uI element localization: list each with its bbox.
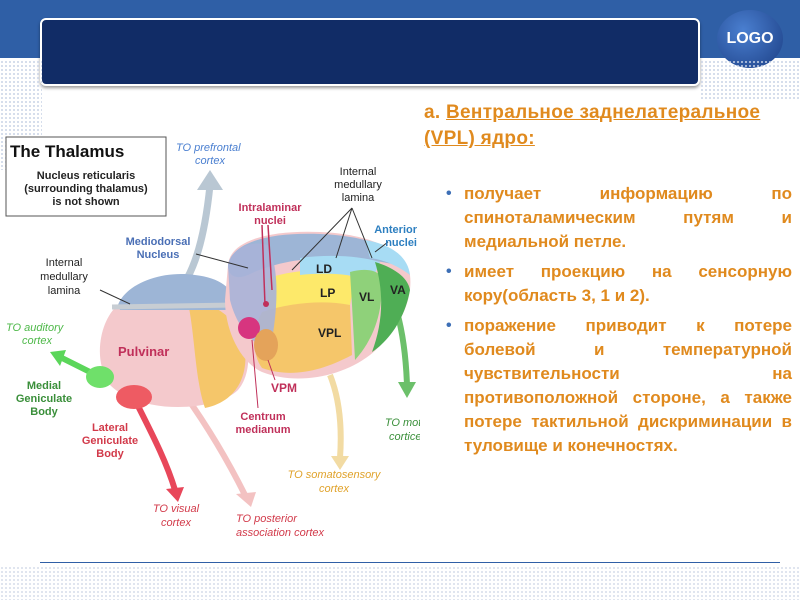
mediodorsal-region: [118, 274, 235, 310]
label-lp: LP: [320, 286, 335, 300]
label-to-visual-2: cortex: [161, 517, 191, 529]
label-lateral-geniculate-2: Geniculate: [82, 435, 138, 447]
anterior-region: [365, 240, 410, 275]
label-anterior-1: Anterior: [374, 224, 418, 236]
label-internal-lamina-top-1: Internal: [340, 166, 377, 178]
label-to-motor-1: TO motor: [385, 417, 420, 429]
info-box-title: The Thalamus: [10, 142, 124, 161]
label-to-auditory-2: cortex: [22, 335, 52, 347]
decorative-dots-bottom: [0, 566, 800, 600]
label-lateral-geniculate-1: Lateral: [92, 422, 128, 434]
arrow-auditory-head: [50, 350, 66, 366]
arrow-visual: [131, 396, 178, 491]
vpm-region: [254, 329, 278, 361]
info-box: [5, 136, 167, 217]
label-vpm: VPM: [271, 381, 297, 395]
label-internal-lamina-left-3: lamina: [48, 285, 81, 297]
label-to-somato-2: cortex: [319, 483, 349, 495]
bullet-item: имеет проекцию на сенсорную кору(область…: [446, 260, 792, 308]
label-mediodorsal-2: Nucleus: [137, 249, 180, 261]
thalamus-diagram: The Thalamus Nucleus reticularis (surrou…: [5, 136, 420, 539]
arrow-somatosensory-head: [331, 456, 349, 470]
label-to-somato-1: TO somatosensory: [288, 469, 382, 481]
vpl-region: [254, 302, 352, 373]
pointer-vpm: [267, 359, 276, 381]
va-region: [372, 262, 410, 352]
arrow-posterior: [182, 393, 248, 497]
label-medial-geniculate-1: Medial: [27, 380, 61, 392]
label-to-auditory-1: TO auditory: [6, 322, 65, 334]
label-to-visual-1: TO visual: [153, 503, 200, 515]
label-medial-geniculate-3: Body: [30, 406, 58, 418]
decorative-dots-right: [700, 60, 800, 100]
label-to-prefrontal-2: cortex: [195, 155, 225, 167]
label-intralaminar-1: Intralaminar: [239, 202, 303, 214]
pointer-lamina-left: [99, 289, 131, 305]
label-vpl: VPL: [318, 326, 341, 340]
lamina-left: [111, 302, 236, 310]
label-internal-lamina-top-2: medullary: [334, 179, 382, 191]
label-mediodorsal-1: Mediodorsal: [126, 236, 191, 248]
label-va: VA: [390, 283, 406, 297]
lateral-geniculate-body: [116, 385, 152, 409]
slide-title-bar: [40, 18, 700, 86]
bullet-item: получает информацию по спиноталамическим…: [446, 182, 792, 254]
logo: LOGO: [717, 10, 783, 68]
lp-yellow: [268, 270, 355, 312]
label-ld: LD: [316, 262, 332, 276]
bullet-item: поражение приводит к потере болевой и те…: [446, 314, 792, 458]
intralaminar-line-1: [261, 224, 266, 306]
label-to-prefrontal-1: TO prefrontal: [176, 142, 241, 154]
arrow-posterior-head: [236, 492, 256, 507]
label-internal-lamina-left-2: medullary: [40, 271, 88, 283]
pointer-lamina-top-3: [351, 207, 373, 259]
info-box-note-3: is not shown: [52, 196, 120, 208]
centrum-medianum-dot: [238, 317, 260, 339]
pointer-anterior: [374, 241, 389, 253]
arrow-motor-head: [398, 382, 416, 398]
bottom-divider: [40, 562, 780, 563]
pointer-centrum: [251, 339, 259, 409]
label-pulvinar: Pulvinar: [118, 344, 169, 359]
label-to-motor-2: cortices: [389, 431, 420, 443]
label-centrum-2: medianum: [235, 424, 290, 436]
label-medial-geniculate-2: Geniculate: [16, 393, 72, 405]
info-box-note-2: (surrounding thalamus): [24, 183, 148, 195]
arrow-prefrontal-head: [197, 170, 223, 190]
label-intralaminar-2: nuclei: [254, 215, 286, 227]
bullet-list: получает информацию по спиноталамическим…: [446, 182, 792, 464]
info-box-note-1: Nucleus reticularis: [37, 170, 135, 182]
dorsal-top: [228, 233, 408, 278]
arrow-visual-head: [166, 487, 184, 502]
label-internal-lamina-left-1: Internal: [46, 257, 83, 269]
heading-text: Вентральное заднелатеральное (VPL) ядро:: [424, 102, 761, 149]
section-heading: а. Вентральное заднелатеральное (VPL) яд…: [424, 100, 784, 152]
label-vl: VL: [359, 290, 374, 304]
arrow-somatosensory: [327, 373, 344, 459]
label-anterior-2: nuclei: [385, 237, 417, 249]
medial-geniculate-body: [86, 366, 114, 388]
vl-region: [350, 269, 382, 360]
label-centrum-1: Centrum: [240, 411, 285, 423]
pointer-lamina-top-1: [291, 207, 353, 271]
label-to-posterior-2: association cortex: [236, 527, 325, 539]
pointer-mediodorsal: [195, 253, 249, 269]
label-to-posterior-1: TO posterior: [236, 513, 298, 525]
pointer-lamina-top-2: [335, 207, 353, 259]
intralaminar-line-2: [267, 224, 273, 291]
label-internal-lamina-top-3: lamina: [342, 192, 375, 204]
intralaminar-dot: [263, 301, 269, 307]
label-lateral-geniculate-3: Body: [96, 448, 124, 460]
heading-prefix: а.: [424, 102, 447, 123]
